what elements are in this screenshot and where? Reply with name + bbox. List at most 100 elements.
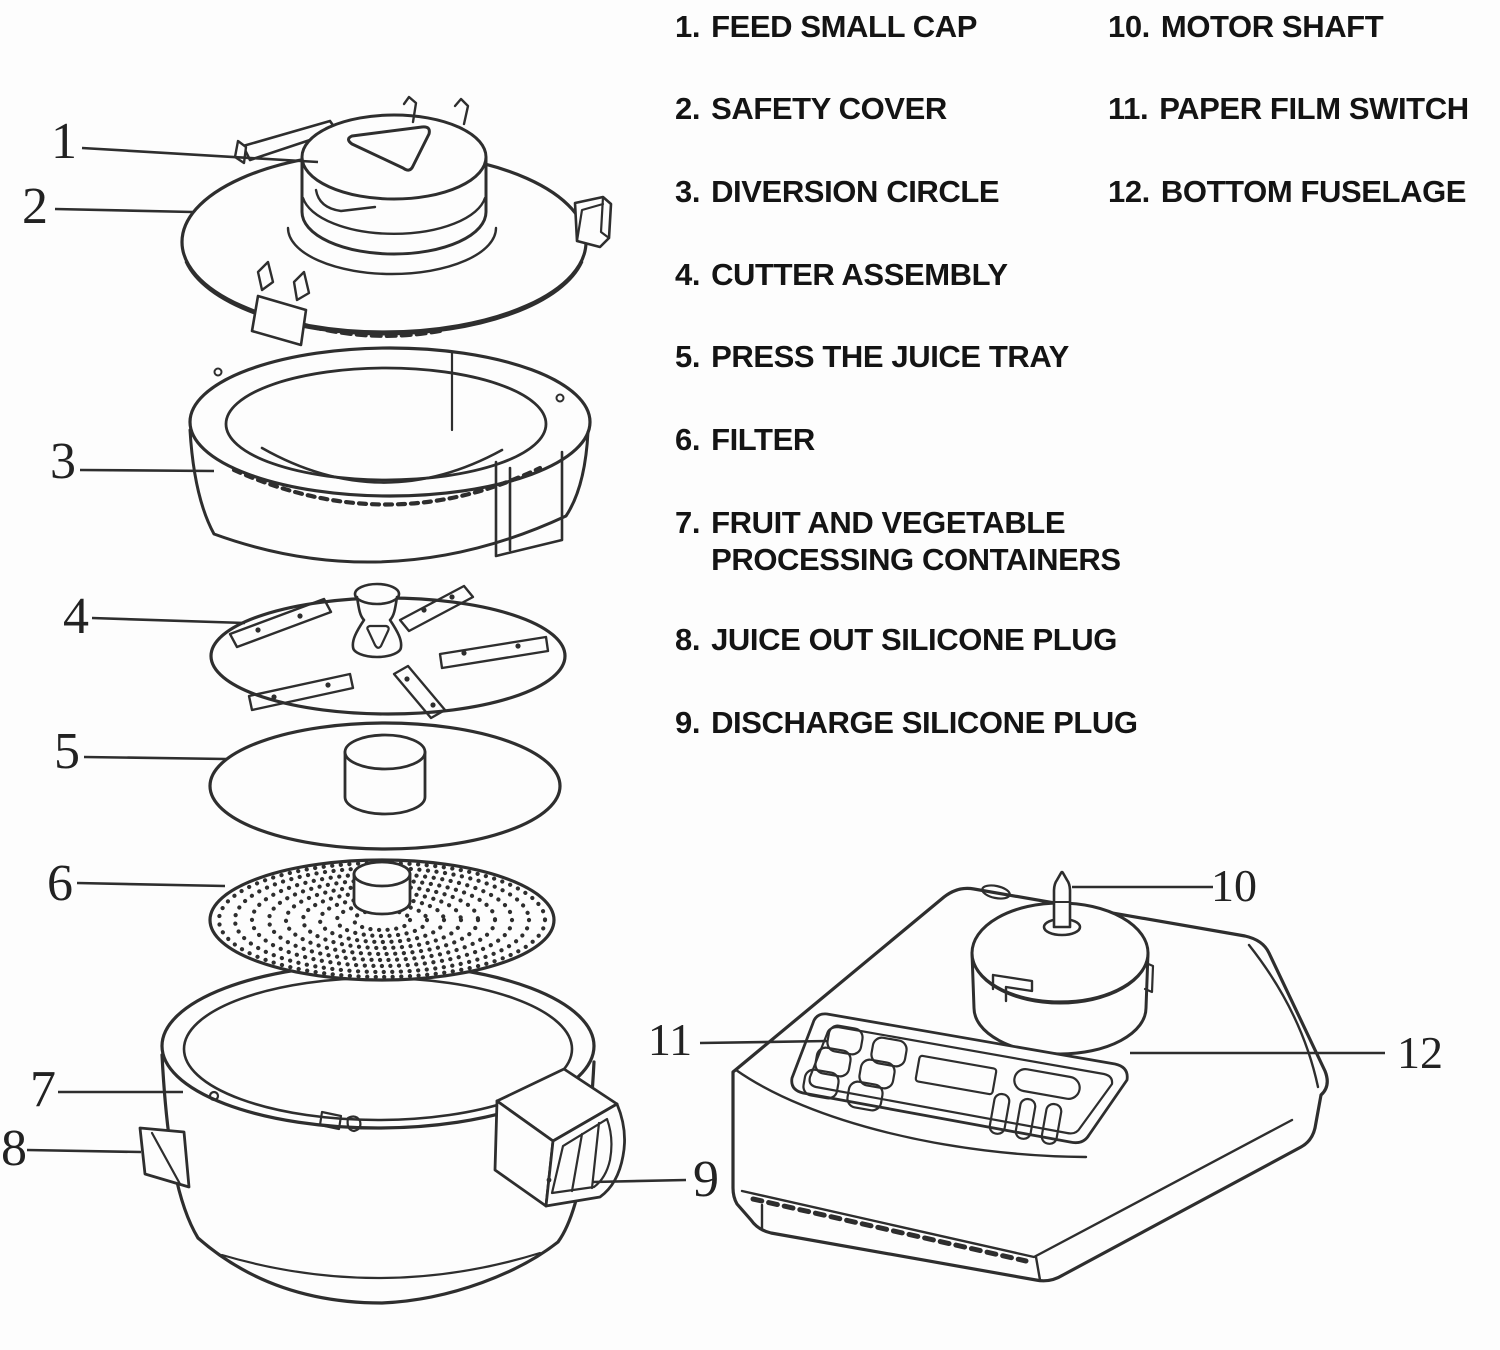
legend-label: FRUIT AND VEGETABLE PROCESSING CONTAINER… <box>711 505 1121 577</box>
legend-number: 5. <box>675 339 701 374</box>
panel-inner <box>808 1025 1114 1135</box>
filter-drawing <box>208 858 556 982</box>
legend-item-3: 3. DIVERSION CIRCLE <box>675 173 1000 210</box>
panel-outer <box>790 1012 1129 1145</box>
cutter-hub-top <box>353 582 401 606</box>
cap-top <box>300 113 488 201</box>
base-plinth-shading <box>750 1196 1029 1264</box>
cutter-blade <box>398 584 475 633</box>
callout-number-4: 4 <box>63 588 89 645</box>
cap-spout-tab <box>314 188 377 213</box>
cutter-hub-hole <box>366 624 390 649</box>
legend-label: MOTOR SHAFT <box>1160 9 1384 44</box>
base-top-vent <box>981 884 1011 900</box>
container-rim-screw-left <box>208 1090 220 1102</box>
legend-item-1: 1.FEED SMALL CAP <box>675 8 977 45</box>
callout-leader-4 <box>91 616 246 625</box>
callout-number-8: 8 <box>1 1120 27 1177</box>
turret-rim <box>971 958 1149 1003</box>
legend-number: 3. <box>675 174 701 209</box>
cover-right-latch-lines <box>575 195 611 243</box>
ring-pin-right <box>555 393 565 403</box>
cutter-blade <box>392 664 447 720</box>
legend-label: JUICE OUT SILICONE PLUG <box>711 622 1117 657</box>
cover-left-hook <box>233 139 248 165</box>
callout-leader-6 <box>76 881 226 888</box>
juice-tray-drawing <box>208 721 562 851</box>
turret-side-tab <box>1143 961 1155 994</box>
legend-label: PAPER FILM SWITCH <box>1159 91 1469 126</box>
cover-front-latch-plate <box>250 294 308 347</box>
ring-wall <box>188 428 590 564</box>
bottom-fuselage-drawing <box>731 870 1329 1283</box>
shaft-pin <box>1052 870 1072 929</box>
tray-boss-top <box>343 733 427 771</box>
panel-wide-key <box>1013 1068 1081 1100</box>
paper-film-switch-panel <box>790 1012 1129 1145</box>
container-wall <box>160 1053 596 1305</box>
legend-item-11: 11.PAPER FILM SWITCH <box>1108 90 1469 127</box>
legend-item-12: 12. BOTTOM FUSELAGE <box>1108 173 1466 210</box>
callout-leader-3 <box>79 468 215 473</box>
legend-label: DIVERSION CIRCLE <box>711 174 1000 209</box>
legend-number: 12. <box>1108 174 1150 209</box>
legend-number: 4. <box>675 257 701 292</box>
discharge-chute-drawing <box>493 1067 626 1208</box>
cap-top-hooks <box>402 95 470 126</box>
callout-number-3: 3 <box>50 433 76 490</box>
ring-floor-arc <box>260 446 504 484</box>
legend-number: 2. <box>675 91 701 126</box>
legend-number: 9. <box>675 705 701 740</box>
legend-number: 6. <box>675 422 701 457</box>
legend-item-6: 6. FILTER <box>675 421 815 458</box>
chute-dot <box>546 1177 552 1183</box>
base-right-edge-crease <box>1247 943 1320 1089</box>
processing-container-drawing <box>160 962 596 1305</box>
panel-slider-keys <box>988 1092 1063 1145</box>
legend-label: CUTTER ASSEMBLY <box>711 257 1008 292</box>
legend-item-9: 9. DISCHARGE SILICONE PLUG <box>675 704 1138 741</box>
container-bottom-line <box>220 1251 542 1280</box>
legend-label: DISCHARGE SILICONE PLUG <box>711 705 1138 740</box>
cutter-blade <box>438 635 550 670</box>
legend-item-8: 8. JUICE OUT SILICONE PLUG <box>675 621 1117 658</box>
cover-rim-shading <box>296 321 442 338</box>
plug-seam <box>150 1131 182 1186</box>
legend-label: PRESS THE JUICE TRAY <box>711 339 1069 374</box>
base-front-crease <box>734 1068 1088 1159</box>
cutter-blade-screws <box>255 594 521 708</box>
filter-disc <box>208 858 556 982</box>
legend-label: FILTER <box>711 422 815 457</box>
turret-clip <box>991 973 1034 1003</box>
cap-triangle-grip <box>347 125 431 172</box>
callout-leader-9 <box>591 1178 687 1184</box>
legend-item-2: 2.SAFETY COVER <box>675 90 947 127</box>
chute-opening <box>550 1117 613 1195</box>
diversion-circle-drawing <box>188 346 592 564</box>
cover-front-latch-prongs <box>256 260 311 302</box>
motor-shaft-drawing <box>1042 870 1082 937</box>
callout-number-5: 5 <box>54 723 80 780</box>
legend-item-10: 10. MOTOR SHAFT <box>1108 8 1384 45</box>
callout-leader-2 <box>54 207 194 214</box>
container-rim-clip <box>318 1110 362 1133</box>
ring-pin-left <box>213 367 223 377</box>
feed-small-cap-drawing <box>300 95 488 256</box>
callout-number-10: 10 <box>1211 860 1257 911</box>
callout-leader-1 <box>81 146 319 164</box>
legend-number: 8. <box>675 622 701 657</box>
cutter-assembly-drawing <box>209 582 567 720</box>
callout-numbers: 1 2 3 4 5 6 7 8 9 10 11 12 <box>1 113 1443 1208</box>
callout-number-6: 6 <box>47 855 73 912</box>
callout-leader-11 <box>699 1039 829 1045</box>
callout-number-11: 11 <box>648 1014 692 1065</box>
callout-leader-5 <box>83 755 227 761</box>
cover-collar-arc <box>286 226 498 276</box>
filter-boss-top <box>352 860 412 888</box>
ring-inner <box>224 366 548 482</box>
cutter-hub-body <box>351 595 403 659</box>
legend-number: 10. <box>1108 9 1150 44</box>
legend-label: BOTTOM FUSELAGE <box>1160 174 1467 209</box>
